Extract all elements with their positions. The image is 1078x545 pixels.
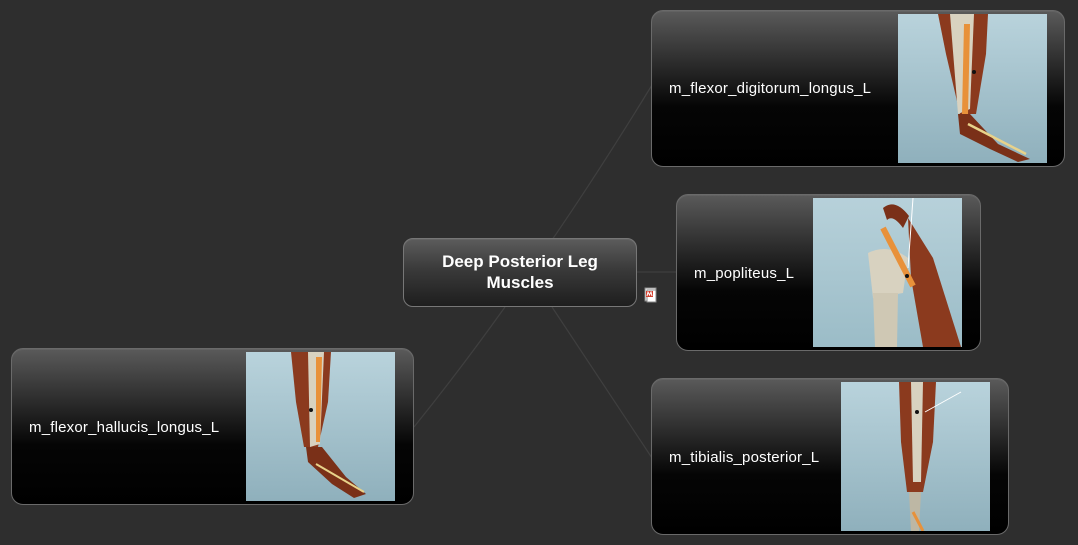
- central-topic-line2: Muscles: [486, 273, 554, 292]
- connector-tibialis-posterior: [551, 306, 653, 459]
- topic-label: m_popliteus_L: [694, 265, 795, 282]
- topic-label: m_flexor_hallucis_longus_L: [29, 419, 220, 436]
- connector-flexor-digitorum: [551, 84, 653, 241]
- topic-flexor-hallucis-longus[interactable]: m_flexor_hallucis_longus_L: [11, 348, 414, 505]
- central-topic-line1: Deep Posterior Leg: [442, 252, 598, 271]
- topic-label: m_flexor_digitorum_longus_L: [669, 80, 872, 97]
- muscle-thumbnail-image: [898, 14, 1047, 163]
- central-topic[interactable]: Deep Posterior Leg Muscles: [403, 238, 637, 307]
- muscle-thumbnail-image: [246, 352, 395, 501]
- topic-tibialis-posterior[interactable]: m_tibialis_posterior_L: [651, 378, 1009, 535]
- muscle-thumbnail-image: [813, 198, 962, 347]
- muscle-thumbnail-image: [841, 382, 990, 531]
- topic-label: m_tibialis_posterior_L: [669, 449, 820, 466]
- central-topic-title: Deep Posterior Leg Muscles: [404, 251, 636, 293]
- note-attachment-icon[interactable]: [644, 287, 658, 303]
- connector-flexor-hallucis: [413, 306, 506, 428]
- topic-flexor-digitorum-longus[interactable]: m_flexor_digitorum_longus_L: [651, 10, 1065, 167]
- topic-popliteus[interactable]: m_popliteus_L: [676, 194, 981, 351]
